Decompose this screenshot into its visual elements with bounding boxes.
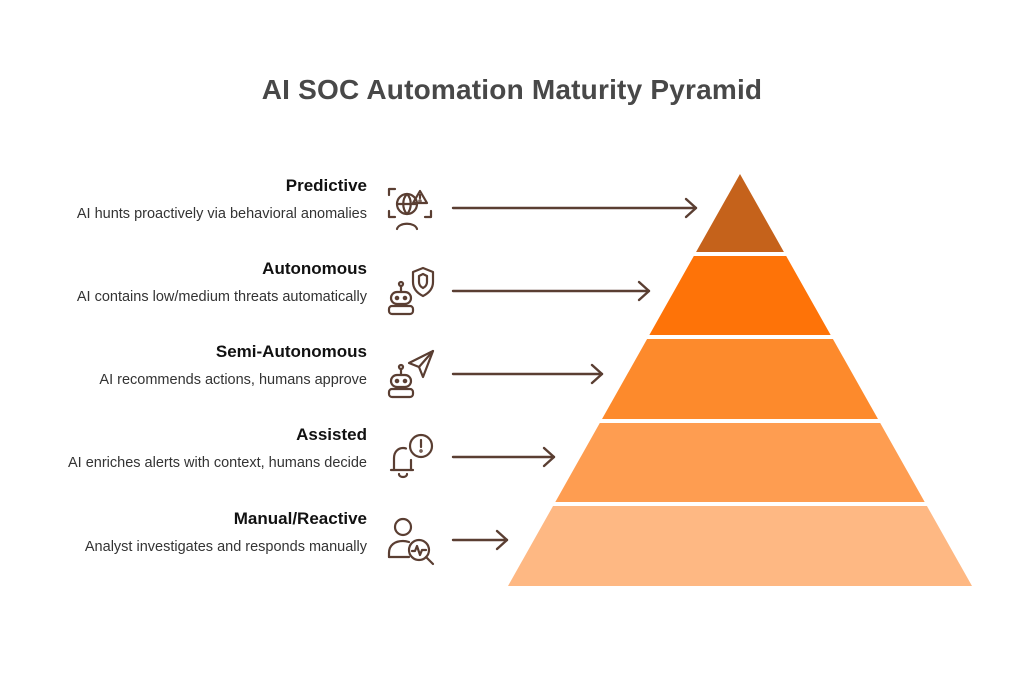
pyramid-tier-semi-autonomous bbox=[602, 339, 878, 419]
pyramid-tier-assisted bbox=[555, 423, 925, 502]
bell-alert-icon bbox=[383, 430, 439, 486]
robot-shield-icon bbox=[383, 264, 439, 320]
pyramid-tier-manual-reactive bbox=[508, 506, 972, 586]
level-heading: Semi-Autonomous bbox=[215, 342, 367, 361]
arrow-manual-reactive bbox=[451, 529, 509, 551]
level-heading: Manual/Reactive bbox=[233, 509, 367, 528]
analyst-search-icon bbox=[383, 513, 439, 569]
pyramid bbox=[508, 174, 972, 586]
level-semi-autonomous: Semi-Autonomous AI recommends actions, h… bbox=[40, 342, 367, 389]
level-heading: Autonomous bbox=[262, 259, 367, 278]
page-title: AI SOC Automation Maturity Pyramid bbox=[261, 74, 763, 105]
level-autonomous: Autonomous AI contains low/medium threat… bbox=[40, 259, 367, 306]
arrow-predictive bbox=[451, 197, 698, 219]
arrow-autonomous bbox=[451, 280, 651, 302]
level-assisted: Assisted AI enriches alerts with context… bbox=[40, 425, 367, 472]
level-predictive: Predictive AI hunts proactively via beha… bbox=[40, 176, 367, 223]
level-description: Analyst investigates and responds manual… bbox=[84, 539, 367, 555]
robot-pointer-icon bbox=[383, 347, 439, 403]
level-description: AI enriches alerts with context, humans … bbox=[67, 455, 367, 471]
globe-alert-icon bbox=[383, 181, 439, 237]
level-heading: Assisted bbox=[296, 425, 367, 444]
pyramid-tier-autonomous bbox=[649, 256, 831, 335]
level-heading: Predictive bbox=[285, 176, 367, 195]
arrows bbox=[451, 197, 698, 551]
level-description: AI hunts proactively via behavioral anom… bbox=[76, 206, 367, 222]
arrow-assisted bbox=[451, 446, 556, 468]
pyramid-tier-predictive bbox=[696, 174, 784, 252]
arrow-semi-autonomous bbox=[451, 363, 604, 385]
level-manual-reactive: Manual/Reactive Analyst investigates and… bbox=[40, 509, 367, 556]
level-description: AI recommends actions, humans approve bbox=[99, 372, 367, 388]
level-description: AI contains low/medium threats automatic… bbox=[76, 289, 367, 305]
